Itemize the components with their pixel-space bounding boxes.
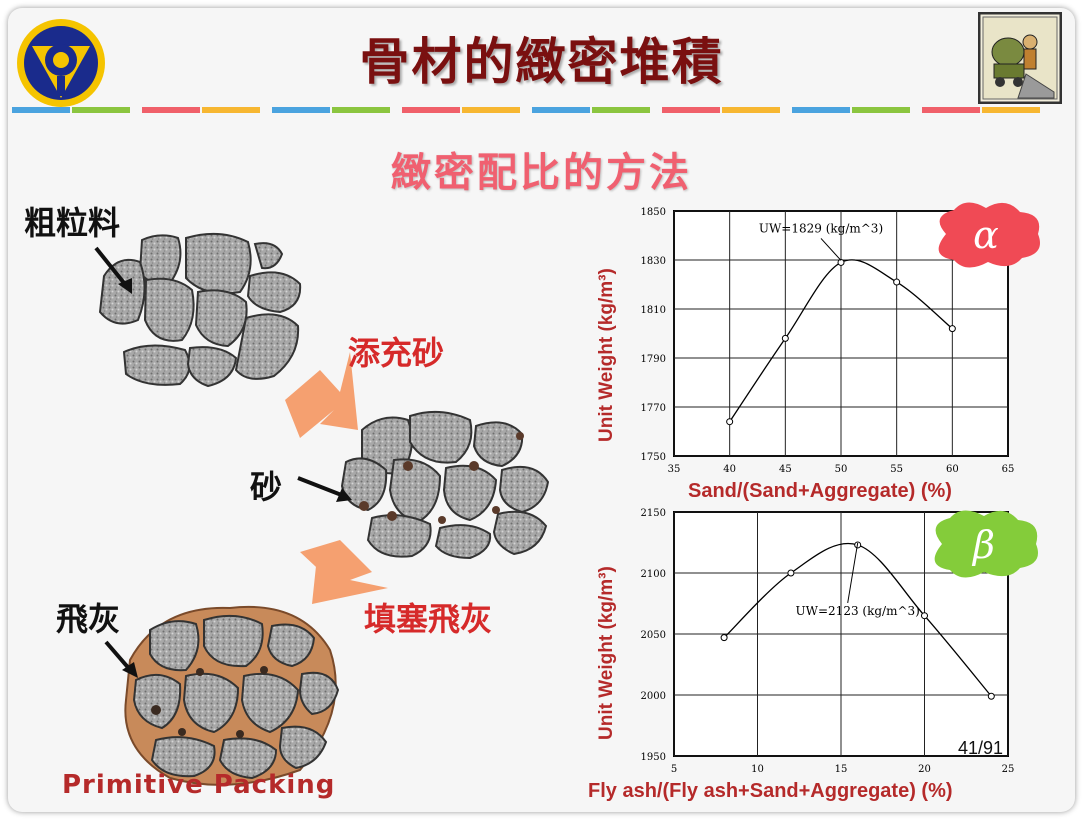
divider-segment — [532, 107, 590, 113]
divider-segment — [332, 107, 390, 113]
y-axis-label-2: Unit Weight (kg/m³) — [596, 566, 617, 740]
divider-segment — [142, 107, 200, 113]
annotation-label: UW=2123 (kg/m^3) — [796, 604, 920, 618]
divider-segment — [12, 107, 70, 113]
x-tick-label: 25 — [1002, 764, 1015, 775]
x-tick-label: 40 — [723, 464, 736, 475]
x-tick-label: 60 — [946, 464, 959, 475]
divider-segment — [722, 107, 780, 113]
pointer-arrow — [94, 246, 130, 290]
sand-filled-cluster — [340, 410, 550, 560]
pointer-arrow — [297, 476, 345, 498]
data-point — [948, 325, 956, 333]
flyash-filled-cluster — [132, 614, 340, 780]
label-sand: 砂 — [250, 468, 283, 506]
divider-segment — [202, 107, 260, 113]
x-tick-label: 50 — [835, 464, 848, 475]
divider-segment — [272, 107, 330, 113]
annotation-label: UW=1829 (kg/m^3) — [759, 221, 883, 235]
pointer-arrow-head — [118, 278, 132, 294]
label-coarse-aggregate: 粗粒料 — [24, 204, 121, 242]
divider-segment — [662, 107, 720, 113]
divider-segment — [72, 107, 130, 113]
subtitle: 緻密配比的方法 — [391, 150, 692, 196]
alpha-badge: α — [938, 202, 1040, 268]
pointer-arrow-head — [122, 662, 138, 678]
y-tick-label: 2050 — [641, 630, 666, 641]
x-tick-label: 45 — [779, 464, 792, 475]
divider-segment — [402, 107, 460, 113]
x-tick-label: 35 — [668, 464, 681, 475]
annotation-leader — [820, 238, 842, 261]
label-add-sand: 添充砂 — [348, 334, 445, 372]
coarse-aggregate-cluster — [98, 232, 302, 388]
page-number: 41/91 — [958, 738, 1004, 758]
x-tick-label: 20 — [918, 764, 931, 775]
data-point — [893, 278, 901, 286]
divider-segment — [592, 107, 650, 113]
process-arrow-add-sand — [285, 352, 358, 438]
y-tick-label: 2100 — [641, 569, 666, 580]
sand-grains — [359, 432, 524, 524]
data-point — [987, 692, 995, 700]
packing-illustration — [94, 232, 550, 786]
beta-symbol: β — [971, 523, 995, 567]
y-tick-label: 1830 — [641, 256, 666, 267]
annotation-leader — [847, 542, 859, 604]
y-tick-label: 1850 — [641, 207, 666, 218]
x-tick-label: 5 — [671, 764, 677, 775]
y-tick-label: 1810 — [641, 305, 666, 316]
x-axis-label-1: Sand/(Sand+Aggregate) (%) — [688, 480, 952, 502]
y-tick-label: 1750 — [641, 452, 666, 463]
y-tick-label: 2000 — [641, 691, 666, 702]
cement-mixer-icon — [978, 12, 1062, 104]
x-tick-label: 55 — [890, 464, 903, 475]
y-tick-label: 2150 — [641, 508, 666, 519]
color-divider — [12, 107, 1040, 113]
beta-badge: β — [934, 510, 1038, 578]
data-point — [720, 634, 728, 642]
x-axis-label-2: Fly ash/(Fly ash+Sand+Aggregate) (%) — [588, 780, 953, 802]
y-tick-label: 1790 — [641, 354, 666, 365]
page-title: 骨材的緻密堆積 — [359, 33, 724, 91]
divider-segment — [982, 107, 1040, 113]
process-arrow-fill-flyash — [300, 540, 388, 604]
y-axis-label-1: Unit Weight (kg/m³) — [596, 268, 617, 442]
divider-segment — [792, 107, 850, 113]
alpha-symbol: α — [973, 213, 999, 257]
x-tick-label: 10 — [751, 764, 764, 775]
label-fill-flyash: 填塞飛灰 — [364, 600, 493, 638]
data-point — [837, 258, 845, 266]
data-point — [787, 569, 795, 577]
y-tick-label: 1950 — [641, 752, 666, 763]
university-logo-icon — [17, 19, 105, 107]
divider-segment — [922, 107, 980, 113]
x-tick-label: 15 — [835, 764, 848, 775]
sand-grains-flyash — [151, 666, 268, 738]
data-point — [726, 418, 734, 426]
y-tick-label: 1770 — [641, 403, 666, 414]
x-tick-label: 65 — [1002, 464, 1015, 475]
pointer-arrow-head — [336, 488, 352, 502]
data-point — [921, 612, 928, 620]
divider-segment — [852, 107, 910, 113]
divider-segment — [462, 107, 520, 113]
label-primitive-packing: Primitive Packing — [62, 770, 336, 800]
data-point — [781, 334, 789, 342]
label-flyash: 飛灰 — [56, 600, 121, 638]
